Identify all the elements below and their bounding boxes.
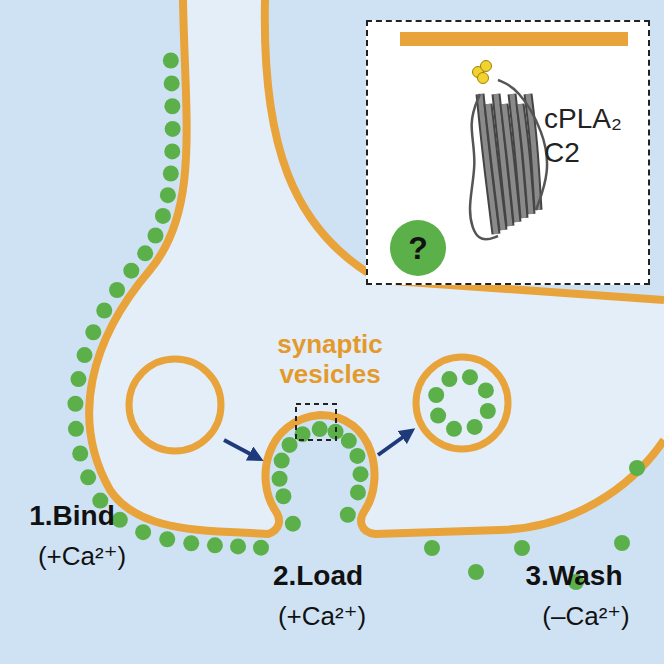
c2-dot — [462, 369, 478, 385]
c2-dot — [85, 324, 101, 340]
loaded-vesicle — [416, 357, 508, 449]
c2-dot — [159, 531, 175, 547]
c2-dot — [253, 540, 269, 556]
c2-dot — [207, 537, 223, 553]
c2-dot — [163, 166, 179, 182]
c2-dot — [467, 419, 483, 435]
c2-dot — [350, 484, 366, 500]
unknown-domain-circle: ? — [390, 220, 446, 276]
step-label: 3.Wash — [526, 560, 623, 592]
c2-dot — [349, 448, 365, 464]
vesicle-dots — [428, 369, 496, 437]
c2-dot — [183, 535, 199, 551]
question-mark: ? — [390, 220, 446, 276]
cpla2-c2-dots — [67, 53, 368, 556]
vesicle-label: synaptic vesicles — [265, 330, 395, 390]
c2-dot — [272, 471, 288, 487]
condition-label: (+Ca²⁺) — [38, 542, 126, 572]
c2-dot — [341, 433, 357, 449]
c2-dot — [164, 98, 180, 114]
c2-dot — [480, 403, 496, 419]
c2-dot — [441, 371, 457, 387]
c2-dot — [164, 75, 180, 91]
c2-dot — [165, 121, 181, 137]
beta-sandwich — [470, 80, 547, 239]
c2-dot — [67, 396, 83, 412]
c2-dot — [352, 466, 368, 482]
plasma-membrane — [89, 0, 664, 534]
c2-dot — [155, 208, 171, 224]
protein-label: cPLA₂ C2 — [544, 102, 630, 169]
c2-dot — [80, 469, 96, 485]
calcium-ion — [481, 61, 492, 72]
c2-dot — [312, 421, 328, 437]
membrane-bar — [400, 32, 628, 46]
c2-dot — [123, 263, 139, 279]
c2-dot — [96, 303, 112, 319]
c2-dot — [275, 488, 291, 504]
condition-label: (–Ca²⁺) — [542, 602, 629, 632]
c2-dot — [478, 382, 494, 398]
c2-dot — [164, 143, 180, 159]
c2-dot — [285, 516, 301, 532]
condition-label: (+Ca²⁺) — [278, 602, 366, 632]
c2-dot — [109, 282, 125, 298]
c2-dot — [68, 421, 84, 437]
c2-dot — [274, 453, 290, 469]
c2-dot — [137, 245, 153, 261]
c2-dot — [446, 421, 462, 437]
arrow — [224, 440, 258, 458]
c2-dot — [428, 387, 444, 403]
c2-dot — [163, 53, 179, 69]
c2-dot — [147, 227, 163, 243]
plasma-membrane-upper — [265, 0, 664, 300]
c2-dot — [230, 538, 246, 554]
c2-dot — [340, 507, 356, 523]
c2-dot — [135, 524, 151, 540]
c2-dot — [72, 446, 88, 462]
c2-dot — [70, 371, 86, 387]
arrow — [378, 432, 410, 455]
step-label: 2.Load — [273, 560, 363, 592]
step-label: 1.Bind — [29, 500, 115, 532]
c2-dot — [282, 437, 298, 453]
calcium-ion — [478, 73, 489, 84]
c2-dot — [77, 347, 93, 363]
bouton-interior — [89, 0, 664, 534]
zoom-box — [296, 404, 336, 440]
c2-dot — [160, 187, 176, 203]
c2-dot — [430, 408, 446, 424]
empty-vesicle — [129, 359, 221, 451]
inset-box: cPLA₂ C2? — [366, 20, 650, 285]
